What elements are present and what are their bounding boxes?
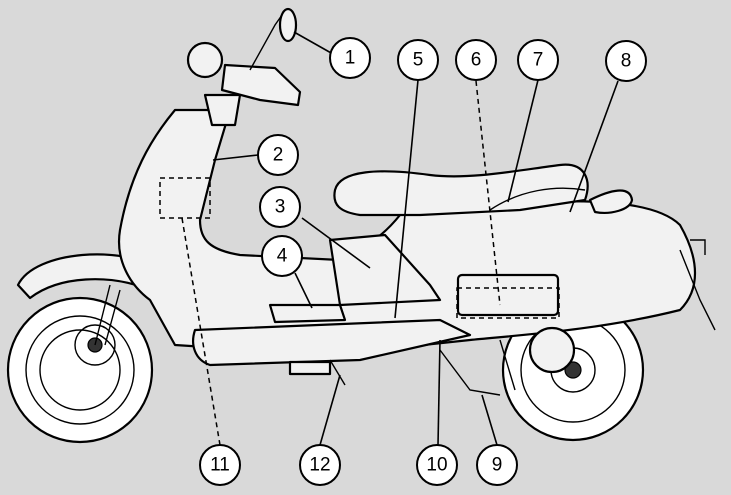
leader-lines: [181, 31, 619, 446]
tail-lamp: [588, 189, 634, 214]
air-filter: [456, 273, 560, 317]
callout-5: 5: [397, 39, 439, 81]
svg-text:8: 8: [621, 51, 632, 72]
leader-2: [212, 154, 259, 161]
svg-text:1: 1: [345, 48, 356, 69]
leader-5: [394, 79, 419, 319]
svg-text:5: 5: [413, 50, 424, 71]
callout-10: 10: [416, 444, 458, 486]
callout-9: 9: [476, 444, 518, 486]
frame-plate: [288, 360, 332, 376]
floorboard: [192, 318, 472, 367]
grab-bar: [489, 187, 586, 211]
leader-6: [475, 80, 501, 306]
callout-3: 3: [259, 186, 301, 228]
seat: [333, 163, 589, 217]
headlamp: [186, 41, 224, 79]
leg-shield-recess: [328, 233, 442, 307]
callouts: 1 2 3 4 5 6 7 8: [199, 37, 647, 486]
leader-10: [437, 339, 441, 446]
rear-rack: [679, 239, 716, 331]
mirror: [278, 7, 298, 43]
footrest-recess: [268, 303, 347, 324]
leader-9: [481, 394, 498, 446]
steering-column: [203, 93, 242, 127]
engine-cover: [528, 326, 576, 374]
svg-text:6: 6: [471, 50, 482, 71]
callout-2: 2: [257, 134, 299, 176]
front-fork: [94, 284, 121, 346]
svg-text:10: 10: [426, 455, 447, 476]
leader-8: [569, 80, 619, 213]
svg-text:11: 11: [210, 455, 230, 476]
callout-6: 6: [455, 39, 497, 81]
svg-text:7: 7: [533, 50, 544, 71]
callout-1: 1: [329, 37, 371, 79]
hidden-storage-outline: [456, 287, 560, 319]
callout-11: 11: [199, 444, 241, 486]
leader-12: [319, 374, 341, 446]
svg-text:4: 4: [277, 246, 288, 267]
callout-7: 7: [517, 39, 559, 81]
handlebar: [220, 63, 302, 107]
leader-7: [507, 79, 539, 203]
leader-4: [294, 272, 313, 309]
leader-3: [301, 217, 371, 269]
center-stand: [439, 339, 516, 396]
svg-text:2: 2: [273, 145, 284, 166]
callout-12: 12: [299, 444, 341, 486]
callout-8: 8: [605, 40, 647, 82]
svg-text:12: 12: [309, 455, 330, 476]
side-stand: [329, 359, 346, 386]
leader-11: [181, 217, 221, 446]
callout-4: 4: [261, 235, 303, 277]
scooter-illustration: [6, 7, 716, 444]
svg-text:3: 3: [275, 197, 286, 218]
svg-text:9: 9: [492, 455, 503, 476]
front-wheel: [6, 296, 154, 444]
